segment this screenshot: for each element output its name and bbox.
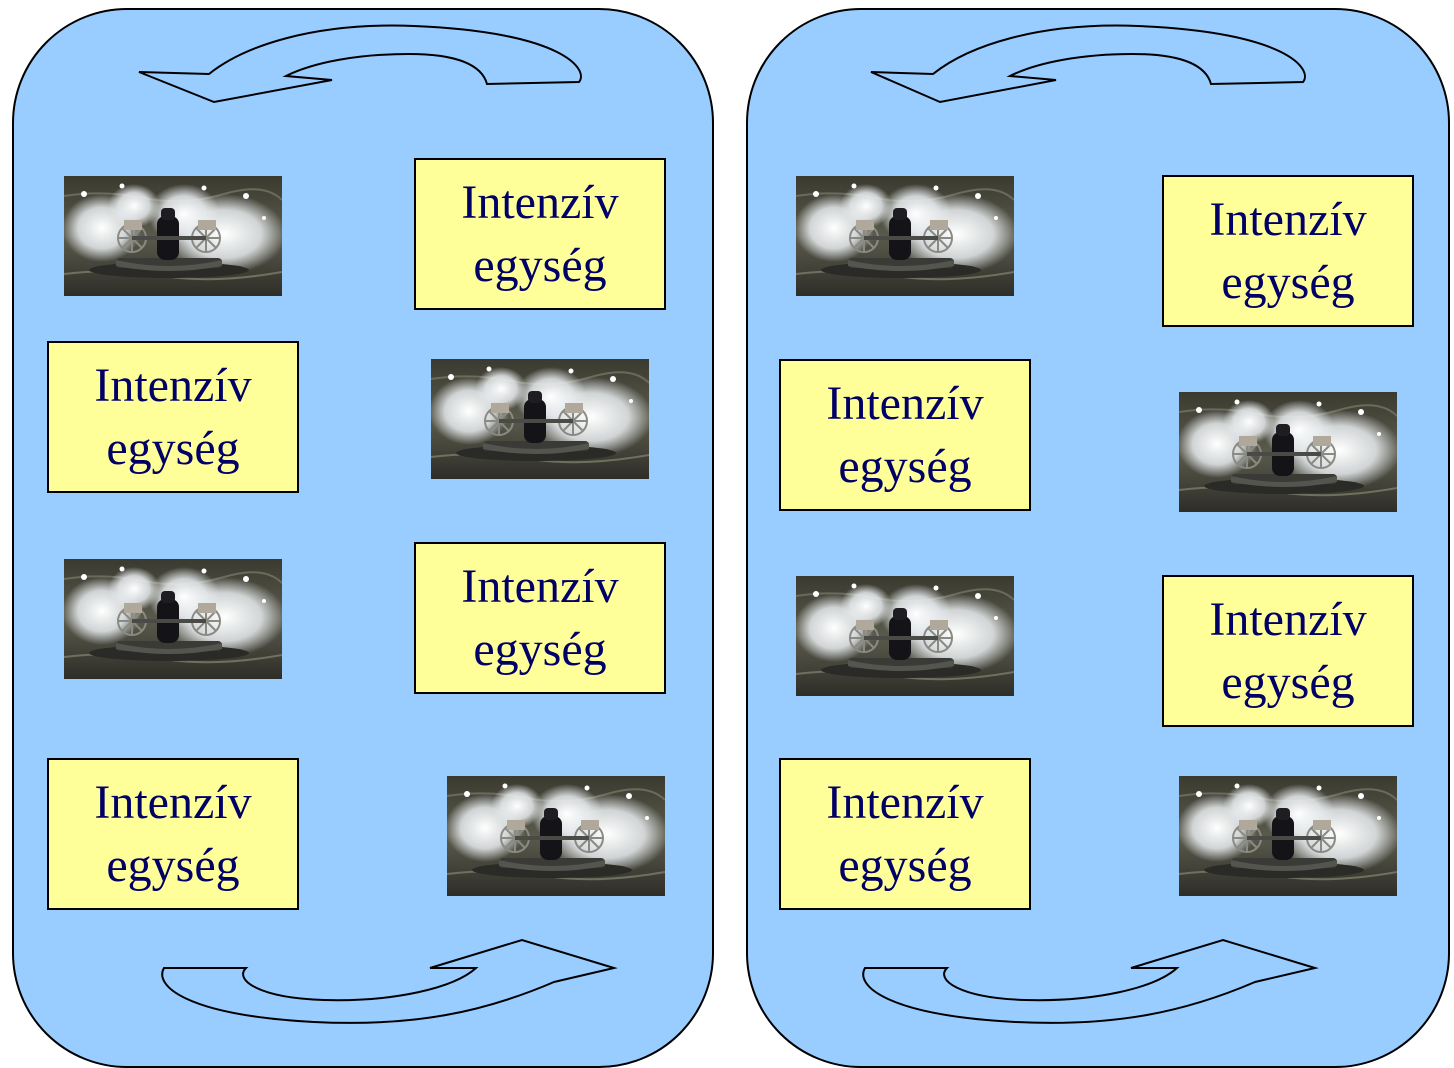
unit-label-line2: egység [106,839,240,892]
intensive-unit-box: Intenzív egység [1162,575,1414,727]
unit-label-line1: Intenzív [1209,593,1367,646]
unit-label-line2: egység [473,623,607,676]
unit-label-line2: egység [1221,656,1355,709]
circular-flow-arrow-top [870,24,1306,104]
unit-label-line1: Intenzív [1209,193,1367,246]
intensive-unit-box: Intenzív egység [414,542,666,694]
intensive-unit-box: Intenzív egység [1162,175,1414,327]
unit-label-line1: Intenzív [461,176,619,229]
intensive-unit-box: Intenzív egység [414,158,666,310]
unit-label-line1: Intenzív [94,359,252,412]
unit-label-line2: egység [838,440,972,493]
intensive-unit-box: Intenzív egység [47,758,299,910]
circular-flow-arrow-bottom [862,938,1319,1024]
left-pond-panel: Intenzív egység Intenzív egység Intenzív… [12,8,714,1068]
unit-label-line2: egység [106,422,240,475]
circular-flow-arrow-bottom [161,938,618,1024]
unit-label-line1: Intenzív [826,377,984,430]
aerator-photo [796,576,1014,696]
aerator-photo [64,176,282,296]
right-pond-panel: Intenzív egység Intenzív egység Intenzív… [746,8,1450,1068]
aerator-photo [1179,776,1397,896]
aerator-photo [431,359,649,479]
unit-label-line1: Intenzív [94,776,252,829]
aerator-photo [447,776,665,896]
intensive-unit-box: Intenzív egység [779,359,1031,511]
unit-label-line2: egység [473,239,607,292]
unit-label-line1: Intenzív [461,560,619,613]
intensive-unit-box: Intenzív egység [779,758,1031,910]
aerator-photo [64,559,282,679]
aerator-photo [1179,392,1397,512]
circular-flow-arrow-top [138,24,582,104]
unit-label-line2: egység [838,839,972,892]
unit-label-line2: egység [1221,256,1355,309]
aerator-photo [796,176,1014,296]
unit-label-line1: Intenzív [826,776,984,829]
intensive-unit-box: Intenzív egység [47,341,299,493]
